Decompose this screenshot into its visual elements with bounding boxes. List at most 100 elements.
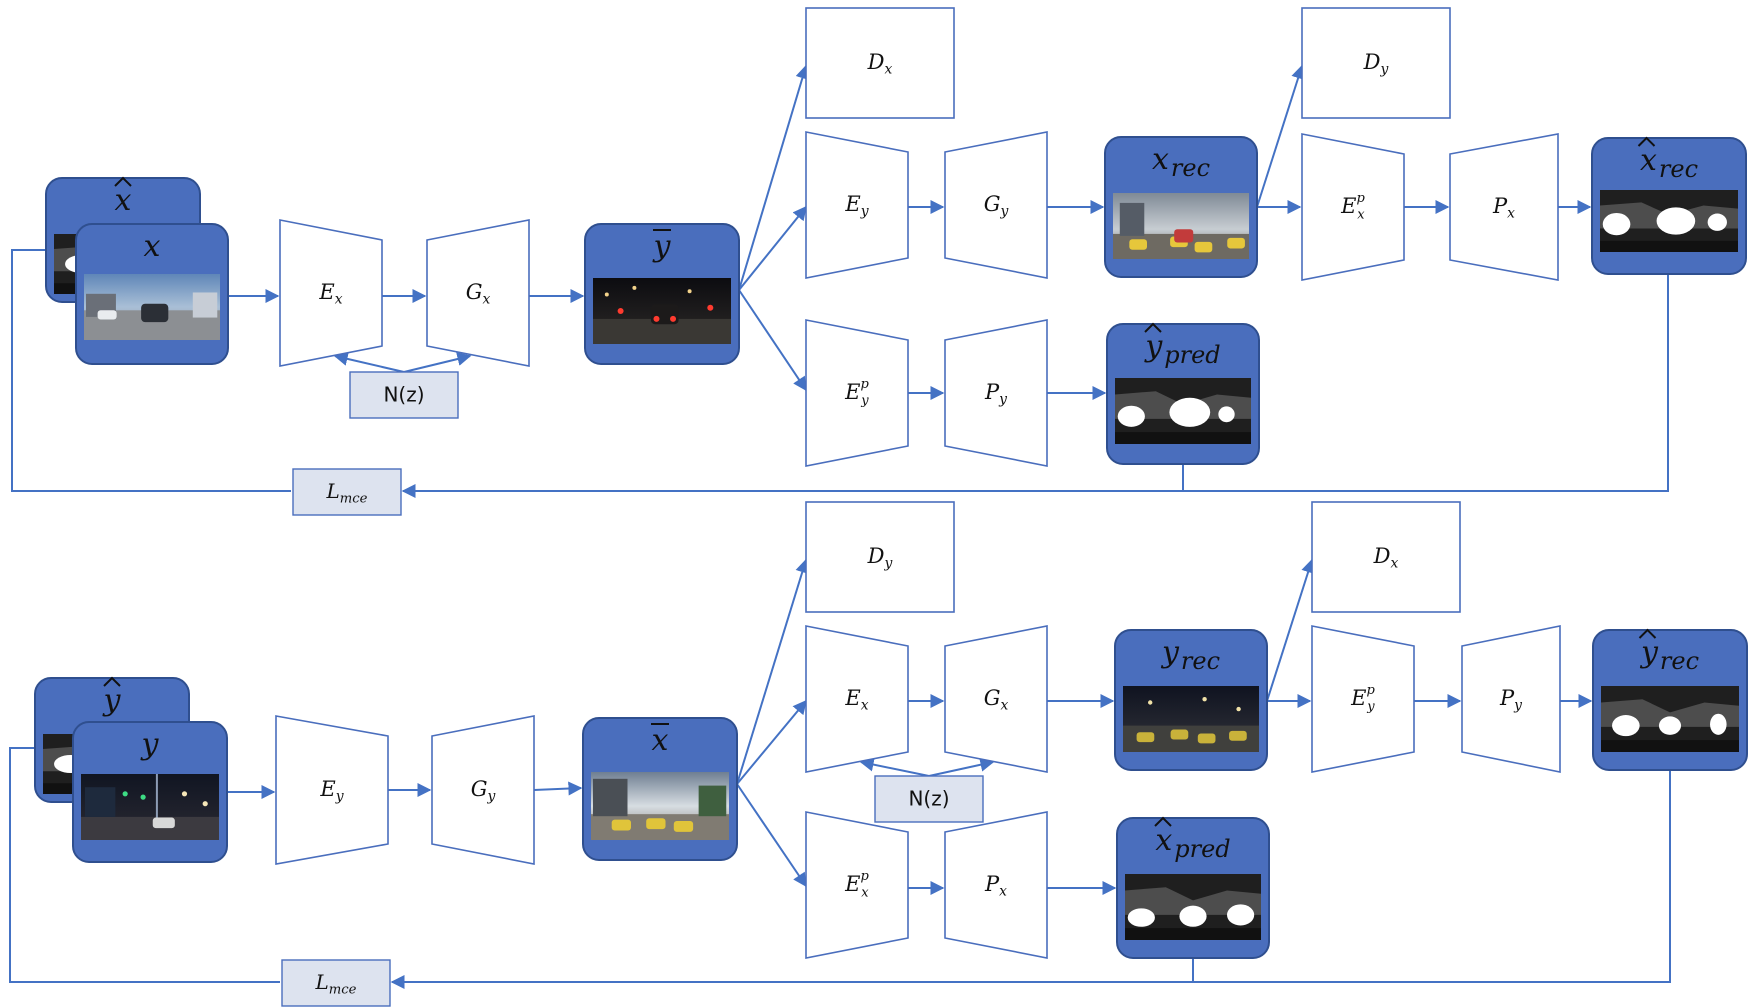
edge-top-noise-gx bbox=[403, 352, 472, 373]
bottom-generator-gy-shape bbox=[431, 715, 535, 865]
top-recpred-card-sub: rec bbox=[1659, 155, 1698, 183]
edge-bottom-yhatrec-loss bbox=[390, 770, 1671, 989]
bottom-discriminator-dx: Dx bbox=[1311, 501, 1461, 613]
bottom-prediction-card-sub: pred bbox=[1174, 835, 1230, 863]
bottom-encoder-ey: Ey bbox=[275, 715, 389, 865]
bottom-encoder-eyp-shape bbox=[1311, 625, 1415, 773]
bottom-generator-gy-label: Gy bbox=[471, 777, 496, 805]
bottom-discriminator-dy: Dy bbox=[805, 501, 955, 613]
top-reconstruction-card-label: xrec bbox=[1152, 142, 1210, 182]
top-encoder-ey-label: Ey bbox=[844, 192, 868, 220]
top-predictor-py-label-sub: y bbox=[998, 392, 1007, 408]
bottom-recpred-card-hat bbox=[1638, 628, 1657, 639]
bottom-predictor-px-label-main: P bbox=[984, 872, 1000, 896]
top-encoder-ey: Ey bbox=[805, 131, 909, 279]
top-encoder-ex: Ex bbox=[279, 219, 383, 367]
top-loss-box: Lmce bbox=[292, 468, 402, 516]
top-input-front-card-label: x bbox=[144, 229, 161, 264]
top-input-back-card-symbol: x bbox=[115, 183, 132, 218]
top-input-front-card-image bbox=[84, 274, 220, 340]
top-encoder-exp-shape bbox=[1301, 133, 1405, 281]
top-loss-box-label-sub: mce bbox=[340, 491, 368, 506]
bottom-generator-gy: Gy bbox=[431, 715, 535, 865]
top-encoder-ex-label-sub: x bbox=[335, 292, 343, 308]
top-recpred-card-label: xrec bbox=[1640, 143, 1698, 183]
bottom-predictor-px-shape bbox=[944, 811, 1048, 959]
bottom-recpred-card-symbol: y bbox=[1639, 635, 1659, 670]
top-encoder-ex-shape bbox=[279, 219, 383, 367]
top-encoder-exp-label-sub: x bbox=[1357, 207, 1365, 222]
bottom-recpred-card-image bbox=[1601, 686, 1739, 752]
top-predictor-px: Px bbox=[1449, 133, 1559, 281]
top-translated-card: y bbox=[584, 223, 740, 365]
top-recpred-card-image bbox=[1600, 190, 1738, 252]
top-recpred-card: xrec bbox=[1591, 136, 1747, 275]
bottom-encoder-ey-label-main: E bbox=[319, 777, 335, 801]
bottom-generator-gx-label: Gx bbox=[984, 686, 1009, 714]
top-reconstruction-card-sub: rec bbox=[1171, 154, 1210, 182]
bottom-noise-box: N(z) bbox=[874, 775, 984, 823]
top-discriminator-dx-label-sub: x bbox=[885, 62, 893, 78]
top-generator-gy: Gy bbox=[944, 131, 1048, 279]
top-generator-gx-label-main: G bbox=[466, 280, 483, 304]
top-recpred-card-hat bbox=[1637, 136, 1656, 147]
top-encoder-exp-label-sup: p bbox=[1357, 191, 1366, 206]
top-prediction-card-symbol: y bbox=[1143, 329, 1163, 364]
top-encoder-ey-label-sub: y bbox=[860, 204, 869, 220]
bottom-predictor-py: Py bbox=[1461, 625, 1561, 773]
edge-bottom-xbar-dy bbox=[736, 558, 809, 785]
bottom-predictor-px-label-sub: x bbox=[999, 884, 1007, 900]
bottom-encoder-ey-label-sub: y bbox=[335, 789, 344, 805]
edge-bottom-gy-xbar bbox=[533, 781, 583, 796]
top-prediction-card-label: ypred bbox=[1143, 329, 1220, 369]
bottom-predictor-px: Px bbox=[944, 811, 1048, 959]
edge-top-loss-input bbox=[11, 249, 291, 492]
top-predictor-px-shape bbox=[1449, 133, 1559, 281]
top-encoder-eyp-label-sub: y bbox=[860, 393, 869, 408]
bottom-input-back-card-hat bbox=[103, 676, 121, 687]
top-predictor-px-label: Px bbox=[1492, 194, 1515, 222]
edge-top-noise-ex bbox=[333, 352, 405, 373]
bottom-translated-card-symbol: x bbox=[652, 723, 669, 758]
bottom-encoder-exp-shape bbox=[805, 811, 909, 959]
top-noise-box-shape bbox=[349, 371, 459, 419]
edge-top-ybar-dx bbox=[738, 64, 810, 291]
top-generator-gy-label-main: G bbox=[984, 192, 1001, 216]
bottom-prediction-card-symbol: x bbox=[1155, 823, 1172, 858]
bottom-reconstruction-card-image bbox=[1123, 686, 1259, 752]
top-discriminator-dy-label-sub: y bbox=[1380, 62, 1389, 78]
top-translated-card-image bbox=[593, 278, 731, 344]
bottom-encoder-exp-label-sup: p bbox=[861, 869, 870, 884]
bottom-translated-card-image bbox=[591, 772, 729, 840]
top-generator-gx-label-sub: x bbox=[482, 292, 490, 308]
bottom-reconstruction-card: yrec bbox=[1114, 629, 1268, 771]
top-discriminator-dx: Dx bbox=[805, 7, 955, 119]
bottom-encoder-exp-label-main: E bbox=[844, 872, 860, 896]
bottom-encoder-eyp-label-main: E bbox=[1350, 686, 1366, 710]
bottom-noise-box-shape bbox=[874, 775, 984, 823]
top-discriminator-dy-label: Dy bbox=[1363, 50, 1389, 78]
bottom-encoder-ey-label: Ey bbox=[319, 777, 343, 805]
bottom-predictor-py-label-main: P bbox=[1499, 686, 1515, 710]
top-prediction-card-image bbox=[1115, 378, 1251, 444]
top-translated-card-label: y bbox=[652, 229, 672, 264]
bottom-loss-box-shape bbox=[281, 959, 391, 1007]
bottom-input-back-card-symbol: y bbox=[102, 683, 122, 718]
top-predictor-py-shape bbox=[944, 319, 1048, 467]
bottom-encoder-ey-shape bbox=[275, 715, 389, 865]
bottom-input-front-card-symbol: y bbox=[140, 727, 160, 762]
bottom-reconstruction-card-label: yrec bbox=[1160, 635, 1220, 675]
edge-top-xhatrec-loss bbox=[401, 274, 1669, 498]
bottom-discriminator-dx-shape bbox=[1311, 501, 1461, 613]
top-generator-gy-label: Gy bbox=[984, 192, 1009, 220]
bottom-prediction-card-image bbox=[1125, 874, 1261, 940]
bottom-generator-gx-label-sub: x bbox=[1000, 698, 1008, 714]
top-noise-box: N(z) bbox=[349, 371, 459, 419]
bottom-loss-box-label-main: L bbox=[315, 970, 329, 994]
